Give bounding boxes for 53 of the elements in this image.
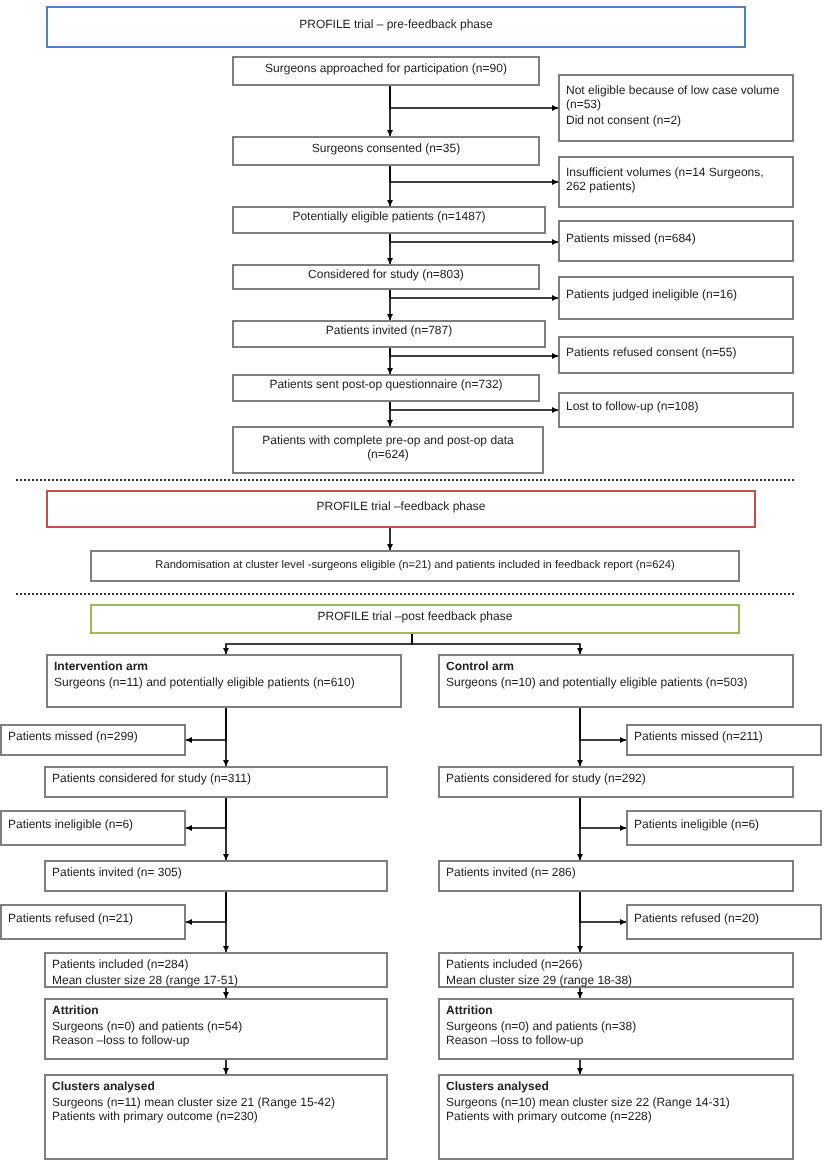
phase-header-box xyxy=(90,604,740,634)
process-box xyxy=(44,952,388,988)
process-box xyxy=(44,998,388,1060)
process-box xyxy=(44,860,388,892)
process-box xyxy=(438,952,794,988)
process-box xyxy=(558,276,794,320)
arrow xyxy=(389,85,559,112)
arrow xyxy=(389,401,559,414)
process-box xyxy=(0,724,186,756)
process-box xyxy=(558,392,794,428)
process-box xyxy=(558,336,794,374)
arrow xyxy=(389,233,559,246)
process-box xyxy=(626,810,822,846)
arrow xyxy=(222,1059,230,1075)
process-box xyxy=(438,998,794,1060)
arrow xyxy=(185,707,227,744)
arrow xyxy=(579,891,627,926)
process-box xyxy=(626,904,822,940)
arrow xyxy=(185,891,227,926)
process-box xyxy=(232,136,540,166)
arrow xyxy=(576,987,584,999)
process-box xyxy=(90,550,740,582)
arrow xyxy=(222,987,230,999)
process-box xyxy=(0,810,186,846)
arrow xyxy=(389,165,559,186)
arrow xyxy=(389,347,559,360)
process-box xyxy=(232,320,546,348)
process-box xyxy=(438,766,794,798)
phase-header-box xyxy=(46,6,746,48)
process-box xyxy=(438,1074,794,1160)
process-box xyxy=(626,724,822,756)
process-box xyxy=(0,904,186,940)
arrow xyxy=(576,1059,584,1075)
arrow xyxy=(411,633,584,655)
process-box xyxy=(558,156,794,208)
arrow xyxy=(185,797,227,832)
arrow xyxy=(389,289,559,302)
process-box xyxy=(46,654,402,708)
process-box xyxy=(44,766,388,798)
process-box xyxy=(44,1074,388,1160)
process-box xyxy=(438,654,794,708)
process-box xyxy=(232,206,546,234)
process-box xyxy=(232,56,540,86)
process-box xyxy=(232,374,540,402)
arrow xyxy=(386,527,394,551)
process-box xyxy=(232,426,544,474)
arrow xyxy=(579,797,627,832)
process-box xyxy=(438,860,794,892)
process-box xyxy=(558,220,794,262)
phase-header-box xyxy=(46,490,756,528)
process-box xyxy=(558,74,794,142)
arrow xyxy=(579,707,627,744)
process-box xyxy=(232,264,540,290)
